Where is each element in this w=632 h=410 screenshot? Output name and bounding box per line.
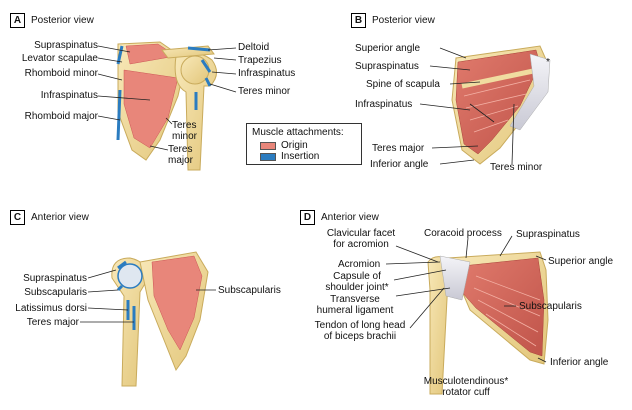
label-a-teres-major-inner: Teres major (168, 144, 194, 166)
legend-origin: Origin (281, 140, 308, 151)
label-d-supraspinatus: Supraspinatus (516, 229, 580, 240)
panel-b-header: B Posterior view (351, 13, 435, 28)
panel-c-letter: C (10, 210, 25, 225)
label-c-supraspinatus: Supraspinatus (23, 273, 87, 284)
label-d-subscapularis: Subscapularis (519, 301, 582, 312)
spine-b (461, 67, 539, 89)
panel-b-letter: B (351, 13, 366, 28)
legend-origin-row: Origin (252, 140, 356, 151)
label-b-superior-angle: Superior angle (355, 43, 421, 54)
label-d-capsule: Capsule of shoulder joint* (325, 271, 389, 293)
humeral-head-a (180, 55, 210, 85)
panel-b-view: Posterior view (372, 15, 435, 26)
label-a-levator-scapulae: Levator scapulae (21, 53, 98, 64)
label-c-subscapularis: Subscapularis (24, 287, 87, 298)
label-c-latissimus-dorsi: Latissimus dorsi (15, 303, 87, 314)
panel-d-art (427, 251, 549, 395)
panel-a-view: Posterior view (31, 15, 94, 26)
fiber-lines-b (463, 79, 531, 133)
label-b-spine: Spine of scapula (366, 79, 440, 90)
panel-a-art (116, 41, 217, 171)
insertion-lines-c (116, 260, 136, 330)
label-b-teres-minor: Teres minor (490, 162, 543, 173)
label-d-inferior-angle: Inferior angle (550, 357, 609, 368)
panel-c-header: C Anterior view (10, 210, 89, 225)
legend: Muscle attachments: Origin Insertion (246, 123, 362, 165)
label-a-trapezius: Trapezius (238, 55, 282, 66)
panel-c-view: Anterior view (31, 212, 89, 223)
legend-insertion: Insertion (281, 151, 320, 162)
label-a-infraspinatus-right: Infraspinatus (238, 68, 296, 79)
panel-d-letter: D (300, 210, 315, 225)
insertion-swatch (260, 152, 276, 161)
panel-a-header: A Posterior view (10, 13, 94, 28)
label-c-subscapularis-right: Subscapularis (218, 285, 281, 296)
label-d-clavicular-facet: Clavicular facet for acromion (326, 228, 396, 250)
label-a-supraspinatus: Supraspinatus (34, 40, 98, 51)
label-b-teres-major: Teres major (372, 143, 425, 154)
label-c-teres-major: Teres major (26, 317, 79, 328)
insertion-lines-a (116, 45, 212, 141)
label-b-inferior-angle: Inferior angle (370, 159, 429, 170)
label-a-infraspinatus: Infraspinatus (40, 90, 98, 101)
panel-b-art (451, 45, 551, 165)
label-d-biceps-tendon: Tendon of long head of biceps brachii (314, 320, 406, 342)
label-b-infraspinatus: Infraspinatus (355, 99, 413, 110)
panel-d-header: D Anterior view (300, 210, 379, 225)
panel-d-view: Anterior view (321, 212, 379, 223)
tendon-b (509, 53, 551, 131)
label-d-acromion: Acromion (338, 259, 381, 270)
label-a-rhomboid-major: Rhomboid major (24, 111, 98, 122)
label-b-asterisk: * (546, 57, 550, 68)
leader-lines (80, 45, 547, 363)
label-a-teres-minor-right: Teres minor (238, 86, 291, 97)
label-d-superior-angle: Superior angle (548, 256, 614, 267)
legend-insertion-row: Insertion (252, 151, 356, 162)
subscapularis-origin-c (151, 255, 203, 351)
label-d-transverse-ligament: Transverse humeral ligament (316, 294, 394, 316)
origin-swatch (260, 141, 276, 150)
label-d-rotator-cuff: Musculotendinous* rotator cuff (423, 376, 509, 398)
fiber-lines-d (473, 275, 541, 347)
panel-c-art (111, 251, 209, 387)
label-b-supraspinatus: Supraspinatus (355, 61, 419, 72)
label-d-coracoid-process: Coracoid process (424, 228, 502, 239)
label-a-deltoid: Deltoid (238, 42, 270, 53)
label-a-teres-minor-inner: Teres minor (172, 120, 198, 142)
tendon-d (439, 255, 471, 301)
humeral-head-c (117, 263, 143, 289)
label-a-rhomboid-minor: Rhomboid minor (24, 68, 98, 79)
legend-title: Muscle attachments: (252, 127, 344, 138)
panel-a-letter: A (10, 13, 25, 28)
